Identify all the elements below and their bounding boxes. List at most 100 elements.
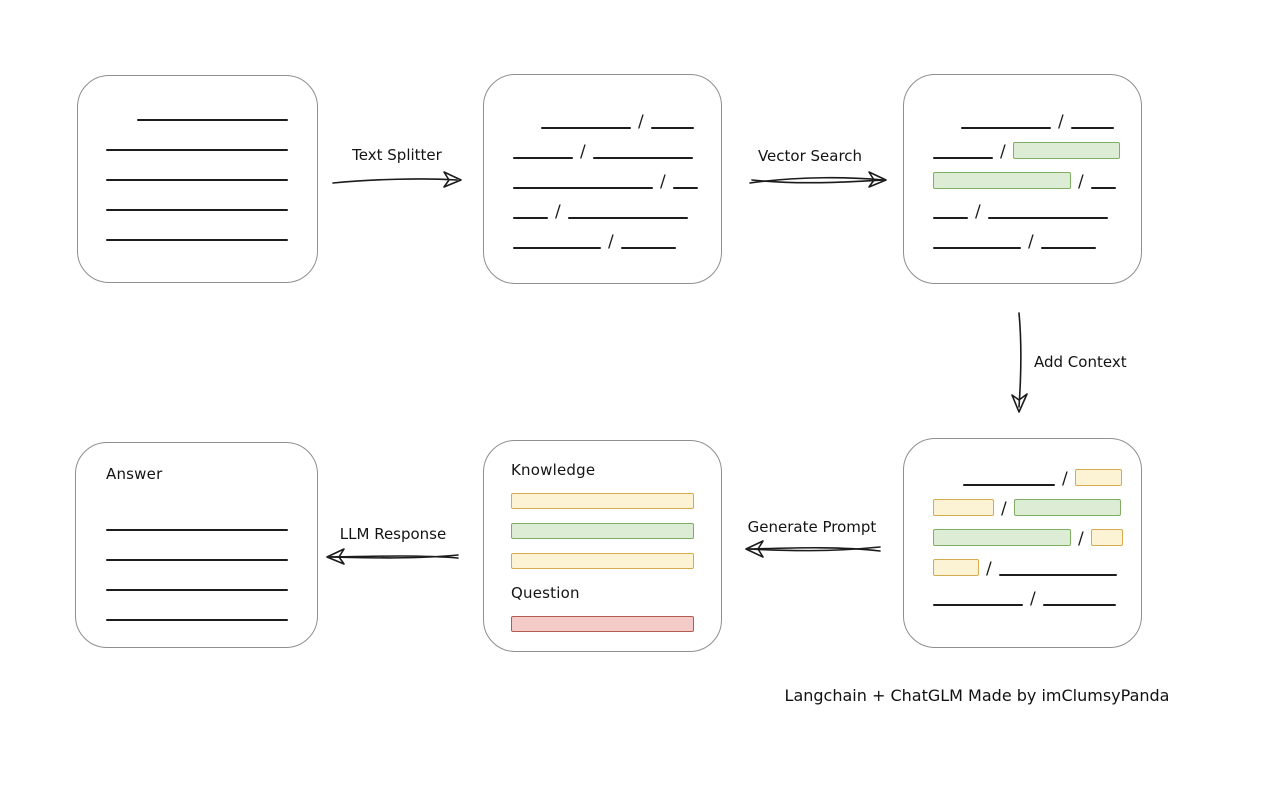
text-line-row	[106, 211, 317, 241]
yellow-highlight	[933, 499, 994, 516]
text-line	[1070, 127, 1114, 129]
slash-separator: /	[1000, 142, 1006, 162]
slash-separator: /	[1001, 499, 1007, 519]
text-line-row	[106, 121, 317, 151]
split-text-row: /	[933, 546, 1141, 579]
split-text-row: /	[933, 159, 1141, 192]
slash-separator: /	[1078, 529, 1084, 549]
slash-separator: /	[1062, 469, 1068, 489]
split-text-row: /	[933, 129, 1141, 162]
slash-separator: /	[1058, 112, 1064, 132]
text-line	[106, 149, 288, 151]
chunks-box: / / / / /	[483, 74, 722, 284]
slash-separator: /	[1030, 589, 1036, 609]
text-line	[987, 217, 1108, 219]
llm-response-label: LLM Response	[339, 525, 447, 543]
green-highlight	[1012, 142, 1120, 159]
text-line	[513, 187, 653, 189]
generate-prompt-arrow	[745, 540, 881, 558]
generate-prompt-label: Generate Prompt	[747, 518, 877, 536]
text-line	[106, 179, 288, 181]
split-text-row: /	[513, 219, 721, 252]
text-line	[933, 247, 1021, 249]
text-line	[933, 604, 1023, 606]
question-label: Question	[511, 584, 580, 602]
text-line	[513, 217, 548, 219]
yellow-highlight	[1074, 469, 1122, 486]
split-text-row: /	[933, 219, 1141, 252]
text-line	[620, 247, 676, 249]
text-line-row	[106, 501, 317, 531]
green-highlight	[1013, 499, 1121, 516]
add-context-arrow	[1011, 312, 1028, 413]
text-line	[513, 157, 573, 159]
search-results-rows: / / / / /	[933, 99, 1141, 252]
chunks-rows: / / / / /	[513, 99, 721, 252]
yellow-highlight	[1090, 529, 1123, 546]
text-line	[106, 529, 288, 531]
vector-search-label: Vector Search	[757, 147, 863, 165]
text-line	[106, 209, 288, 211]
text-line	[513, 247, 601, 249]
add-context-label: Add Context	[1034, 353, 1127, 371]
text-line-row	[106, 91, 317, 121]
slash-separator: /	[580, 142, 586, 162]
green-highlight	[933, 172, 1071, 189]
text-line	[963, 484, 1055, 486]
text-line-row	[106, 531, 317, 561]
knowledge-bars	[511, 493, 721, 569]
slash-separator: /	[1078, 172, 1084, 192]
context-box: / / / / /	[903, 438, 1142, 648]
text-line	[933, 217, 968, 219]
text-splitter-label: Text Splitter	[352, 146, 442, 164]
green-highlight	[933, 529, 1071, 546]
slash-separator: /	[555, 202, 561, 222]
slash-separator: /	[1028, 232, 1034, 252]
split-text-row: /	[933, 486, 1141, 519]
text-line	[998, 574, 1117, 576]
vector-search-arrow	[749, 171, 887, 188]
text-line	[650, 127, 694, 129]
text-line-row	[106, 561, 317, 591]
yellow-highlight	[933, 559, 979, 576]
red-bar	[511, 616, 694, 632]
text-line-row	[106, 591, 317, 621]
text-line	[1090, 187, 1116, 189]
text-line	[106, 589, 288, 591]
split-text-row: /	[933, 189, 1141, 222]
search-results-box: / / / / /	[903, 74, 1142, 284]
llm-response-arrow	[326, 548, 459, 565]
split-text-row: /	[513, 189, 721, 222]
text-line	[1040, 247, 1096, 249]
caption: Langchain + ChatGLM Made by imClumsyPand…	[784, 686, 1170, 705]
text-line	[106, 559, 288, 561]
answer-label: Answer	[106, 465, 163, 483]
split-text-row: /	[513, 159, 721, 192]
text-line-row	[106, 151, 317, 181]
split-text-row: /	[933, 516, 1141, 549]
text-line-row	[106, 181, 317, 211]
slash-separator: /	[608, 232, 614, 252]
text-line	[137, 119, 288, 121]
yellow-bar	[511, 493, 694, 509]
question-bars	[511, 616, 721, 632]
text-line	[592, 157, 693, 159]
slash-separator: /	[638, 112, 644, 132]
context-rows: / / / / /	[933, 456, 1141, 609]
text-line	[567, 217, 688, 219]
slash-separator: /	[660, 172, 666, 192]
answer-box: Answer	[75, 442, 318, 648]
split-text-row: /	[541, 99, 721, 132]
text-line	[961, 127, 1051, 129]
text-splitter-arrow	[332, 171, 462, 188]
green-bar	[511, 523, 694, 539]
knowledge-label: Knowledge	[511, 461, 596, 479]
yellow-bar	[511, 553, 694, 569]
split-text-row: /	[933, 576, 1141, 609]
text-line	[1042, 604, 1116, 606]
slash-separator: /	[986, 559, 992, 579]
text-line	[106, 619, 288, 621]
prompt-box: Knowledge Question	[483, 440, 722, 652]
slash-separator: /	[975, 202, 981, 222]
text-line	[541, 127, 631, 129]
